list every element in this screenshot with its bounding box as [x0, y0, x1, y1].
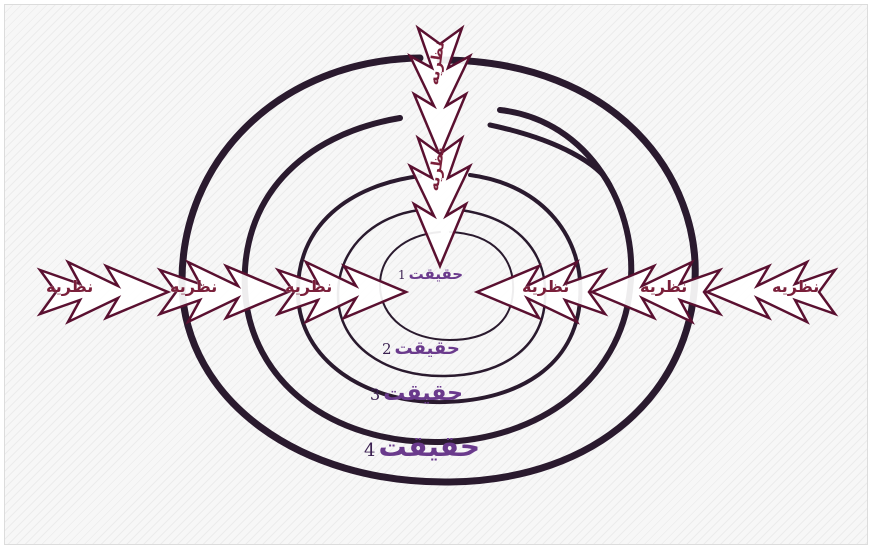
- truth-label-2: 2 حقیقت: [382, 338, 460, 359]
- truth-number-2: 2: [382, 340, 392, 358]
- truth-label-4: 4 حقیقت: [364, 430, 480, 463]
- arrow-label-right-3: نظریه: [772, 277, 819, 296]
- truth-text-1: حقیقت: [409, 265, 463, 283]
- truth-number-4: 4: [364, 440, 375, 461]
- truth-text-4: حقیقت: [378, 430, 480, 463]
- arrow-label-left-1: نظریه: [46, 277, 93, 296]
- truth-label-3: 3 حقیقت: [370, 381, 463, 406]
- arrow-label-right-1: نظریه: [522, 277, 569, 296]
- truth-text-3: حقیقت: [383, 381, 463, 406]
- arrow-label-right-2: نظریه: [640, 277, 687, 296]
- truth-number-1: 1: [398, 268, 406, 282]
- truth-text-2: حقیقت: [395, 338, 460, 359]
- truth-number-3: 3: [370, 385, 380, 404]
- arrow-label-left-3: نظریه: [285, 277, 332, 296]
- arrow-label-left-2: نظریه: [170, 277, 217, 296]
- truth-label-1: 1 حقیقت: [398, 265, 463, 283]
